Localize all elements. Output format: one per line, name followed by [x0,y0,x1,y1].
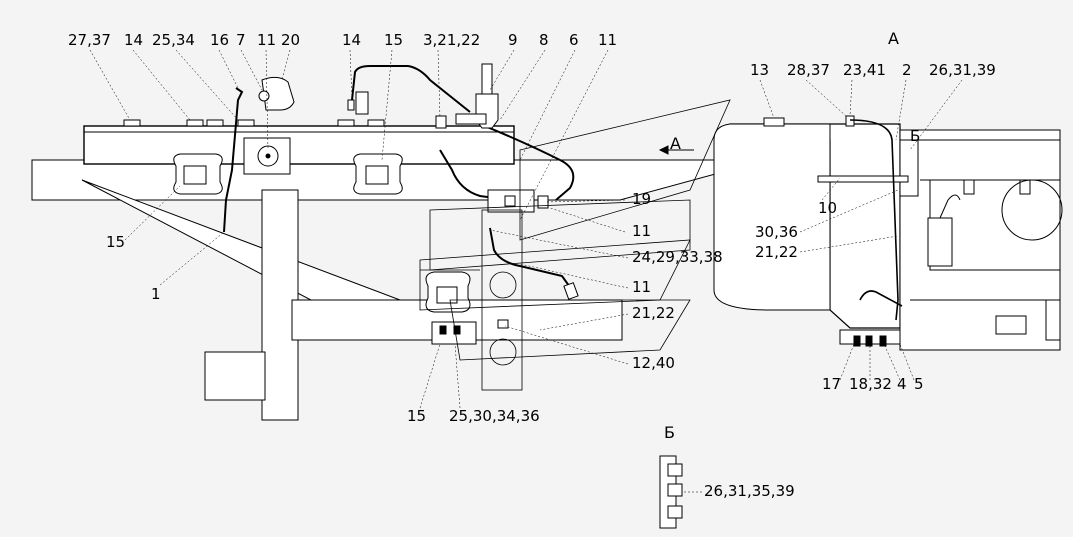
fittings [258,63,579,345]
callout-21-22: 21,22 [632,304,675,322]
view-a-drawing [713,115,1063,351]
callout-11d: 11 [632,278,652,296]
view-a-title: A [888,29,899,48]
callout-11c: 11 [632,222,652,240]
tank-straps [173,153,471,313]
callout-15-left: 15 [106,233,126,251]
callout-28-37: 28,37 [787,61,830,79]
fuel-lines [223,65,575,291]
callout-11b: 11 [598,31,618,49]
callout-25-34: 25,34 [152,31,195,49]
view-b-drawing [659,455,702,529]
callout-6: 6 [569,31,579,49]
view-b-title: Б [664,423,675,442]
callout-26-31-35-39: 26,31,35,39 [704,482,795,500]
callout-27-37: 27,37 [68,31,111,49]
callout-19: 19 [632,190,652,208]
callout-26-31-39: 26,31,39 [929,61,996,79]
callout-4: 4 [897,375,907,393]
callout-14: 14 [124,31,144,49]
callout-18-32: 18,32 [849,375,892,393]
callout-8: 8 [539,31,549,49]
callout-12-40: 12,40 [632,354,675,372]
callout-10: 10 [818,199,838,217]
callout-30-36: 30,36 [755,223,798,241]
leader-lines [89,49,629,409]
callout-9: 9 [508,31,518,49]
callout-14b: 14 [342,31,362,49]
arrow-label-a: A [670,134,681,153]
view-arrow [658,145,694,155]
callout-24-29-33-38: 24,29,33,38 [632,248,723,266]
fuel-tank [83,119,515,175]
callout-3-21-22: 3,21,22 [423,31,481,49]
wheel-outline [419,99,731,391]
section-mark-b: Б [910,127,921,145]
frame-rails [31,159,731,421]
callout-16: 16 [210,31,230,49]
callout-21-22-a: 21,22 [755,243,798,261]
view-a-leaders [759,79,963,381]
callout-11: 11 [257,31,277,49]
callout-2: 2 [902,61,912,79]
callout-20: 20 [281,31,301,49]
callout-25-30-34-36: 25,30,34,36 [449,407,540,425]
callout-15: 15 [384,31,404,49]
callout-17: 17 [822,375,842,393]
callout-1: 1 [151,285,161,303]
callout-23-41: 23,41 [843,61,886,79]
callout-5: 5 [914,375,924,393]
callout-7: 7 [236,31,246,49]
callout-15-bottom: 15 [407,407,427,425]
callout-13: 13 [750,61,770,79]
